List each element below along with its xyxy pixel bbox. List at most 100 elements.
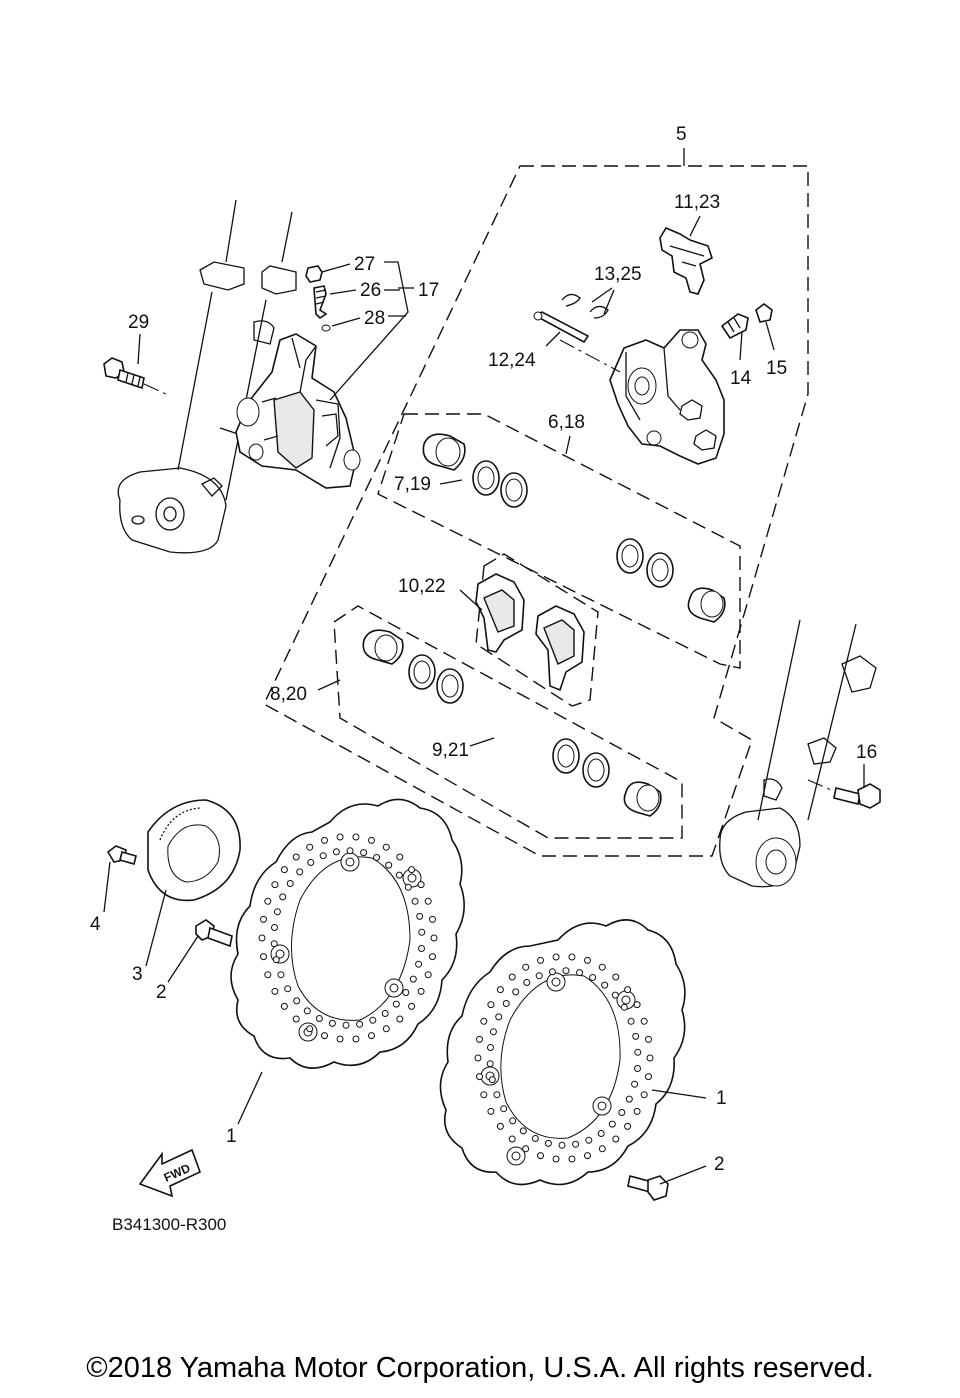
vent-hole [597,1130,605,1137]
right-fork-leg [719,619,877,888]
bleed-screw-parts [305,265,331,332]
vent-hole [271,881,279,889]
bolt-2-upper [195,919,233,948]
leader-lines [103,148,865,1185]
right-brake-caliper [559,329,725,465]
callout-26: 26 [360,280,381,301]
vent-hole [296,868,304,876]
caliper-assembly-boundary [263,165,809,857]
vent-hole [548,968,556,976]
vent-hole [487,1001,495,1009]
vent-hole [258,934,266,942]
vent-hole [576,969,584,977]
bolt-16 [807,779,881,809]
vent-hole [489,1028,497,1036]
vent-hole [418,945,425,952]
vent-hole [508,1135,516,1143]
vent-hole [273,908,281,916]
callout-17: 17 [418,280,439,301]
vent-hole [562,967,570,975]
vent-hole [640,1091,648,1099]
vent-hole [625,1095,633,1103]
vent-hole [568,953,576,961]
vent-hole [303,1007,311,1015]
vent-hole [519,1127,527,1135]
vent-hole [509,1117,517,1125]
forward-arrow: FWD [138,1148,202,1198]
vent-hole [508,973,516,981]
vent-hole [585,1136,593,1144]
vent-hole [356,1020,364,1028]
vent-hole [598,1145,606,1153]
vent-hole [271,987,279,995]
vent-hole [402,989,410,996]
vent-hole [487,1044,494,1051]
vent-hole [430,934,438,942]
vent-hole [373,854,381,861]
vent-hole [270,940,278,948]
callout-29: 29 [128,312,149,333]
vent-hole [572,1140,580,1148]
vent-hole [385,861,393,869]
vent-hole [369,1016,377,1024]
vent-hole [632,1032,640,1040]
left-brake-disc [230,798,465,1069]
vent-hole [264,971,272,979]
vent-hole [476,1035,483,1043]
vent-hole [382,1025,390,1033]
vent-hole [286,880,294,887]
vent-hole [321,836,328,844]
vent-hole [381,1010,389,1017]
vent-hole [624,986,632,994]
vent-hole [306,843,314,851]
vent-hole [627,1017,635,1025]
vent-hole [584,1152,591,1160]
vent-hole [352,833,360,841]
vent-hole [634,1065,641,1072]
vent-hole [417,987,425,995]
vent-hole [293,997,301,1005]
vent-hole [292,1015,300,1023]
vent-hole [321,1032,328,1040]
callout-11-23: 11,23 [674,192,720,213]
pad-spring [659,226,713,295]
vent-hole [522,1145,530,1153]
vent-hole [319,852,327,860]
callout-16: 16 [856,742,877,763]
vent-hole [537,956,544,964]
vent-hole [640,1017,648,1025]
vent-hole [645,1035,652,1043]
vent-hole [264,897,272,905]
vent-hole [279,893,287,901]
callout-15: 15 [766,358,787,379]
vent-hole [620,1003,628,1011]
vent-hole [280,1002,288,1010]
vent-hole [493,1091,501,1099]
vent-hole [486,1060,494,1068]
vent-hole [260,953,267,961]
right-disc-vent-holes [474,953,654,1163]
vent-hole [631,1080,639,1088]
vent-hole [408,866,416,874]
vent-hole [474,1054,482,1062]
vent-hole [416,912,424,920]
vent-hole [368,836,375,844]
vent-hole [646,1054,654,1062]
vent-hole [487,1107,495,1115]
vent-hole [512,988,520,996]
vent-hole [523,979,531,986]
vent-hole [535,972,543,980]
callout-5: 5 [676,124,687,145]
copyright-notice: ©2018 Yamaha Motor Corporation, U.S.A. A… [86,1352,874,1384]
vent-hole [328,1019,336,1027]
bleed-screw-14 [720,303,773,340]
callout-13-25: 13,25 [594,264,642,285]
vent-hole [552,953,560,961]
vent-hole [480,1091,488,1099]
vent-hole [395,871,403,879]
vent-hole [496,1122,504,1130]
vent-hole [409,975,417,983]
callout-10-22: 10,22 [398,576,446,597]
vent-hole [307,859,315,866]
